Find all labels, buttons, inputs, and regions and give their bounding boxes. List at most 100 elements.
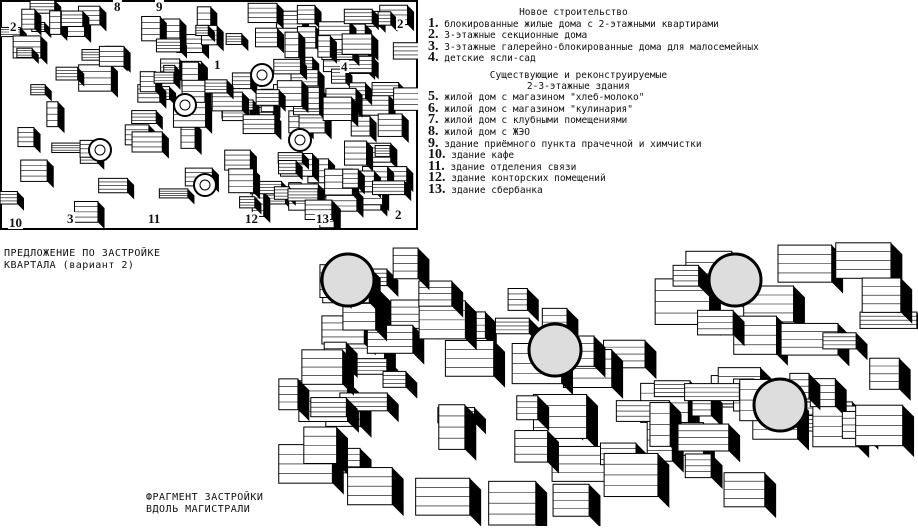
building-shadow [32,48,39,65]
legend-item: 6. жилой дом с магазином "кулинария" [428,100,759,116]
legend-item: 10. здание кафе [428,148,759,162]
legend-item-number: 9. [428,135,439,151]
fragment-caption-line: ФРАГМЕНТ ЗАСТРОЙКИ [146,492,264,503]
building-shadow [254,196,262,215]
building-shadow [342,349,355,396]
building-shadow [127,178,135,200]
building-shadow [301,80,309,114]
building-shadow [372,9,379,31]
plan-label: 13 [315,211,330,226]
legend-item-number: 13. [428,181,446,197]
building-shadow [537,395,550,432]
building-shadow [402,113,409,144]
roundabout-inner [179,99,191,111]
building-shadow [208,25,215,43]
legend-item-number: 1. [428,15,439,31]
building-shadow [611,349,624,399]
legend-item-number: 12. [428,170,446,186]
building-shadow [47,160,54,189]
legend-item-text: блокированные жилые дома с 2-этажными кв… [444,18,719,30]
round-plaza [707,252,763,308]
legend-item-text: здание сбербанка [451,184,543,196]
plan-label: 10 [8,215,23,230]
building-shadow [465,300,477,351]
legend-item-text: здание кафе [451,150,515,162]
plan-label: 8 [113,0,122,14]
plan-caption-line: КВАРТАЛА (вариант 2) [4,260,135,271]
building-shadow [835,378,847,419]
building-shadow [187,188,195,205]
building-shadow [82,11,90,34]
legend-item: 8. жилой дом с ЖЭО [428,124,759,139]
building-shadow [405,371,418,399]
building-shadow [728,424,741,463]
building-shadow [241,33,249,52]
building-shadow [594,336,606,378]
round-plaza [527,322,583,378]
building-shadow [124,46,131,73]
legend-item-number: 5. [428,89,439,105]
legend-item-number: 2. [428,27,439,43]
building-shadow [469,478,482,527]
building-shadow [366,141,374,172]
building-shadow [274,114,282,141]
plan-label: 2 [396,16,405,31]
building-shadow [162,131,169,159]
legend-new-list: 1. блокированные жилые дома с 2-этажными… [428,15,759,65]
building-shadow [390,11,398,32]
roundabout [288,128,312,152]
plan-caption-line: ПРЕДЛОЖЕНИЕ ПО ЗАСТРОЙКЕ [4,248,161,259]
legend-item: 2. 3-этажные секционные дома [428,27,759,43]
roundabout [173,93,197,117]
legend-item: 4. детские ясли-сад [428,51,759,65]
legend-item-text: жилой дом с магазином "кулинария" [444,103,633,115]
plan-label: 11 [147,211,162,226]
building-shadow [900,278,913,324]
building-shadow [336,427,349,475]
legend-item-text: здание конторских помещений [451,173,606,185]
building-shadow [173,72,181,90]
building-shadow [17,191,24,211]
building-shadow [547,430,559,474]
building-shadow [493,340,506,388]
legend-item: 3. 3-этажные галерейно-блокированные дом… [428,39,759,54]
building-shadow [387,392,399,423]
building-shadow [386,269,399,297]
plan-caption: ПРЕДЛОЖЕНИЕ ПО ЗАСТРОЙКЕ КВАРТАЛА (вариа… [4,248,161,272]
legend-item-text: 3-этажные секционные дома [444,30,588,42]
fragment-caption-line: ВДОЛЬ МАГИСТРАЛИ [146,504,251,515]
building-shadow [856,332,868,361]
building-shadow [589,484,601,528]
fragment-illustration [270,240,918,530]
building-shadow [297,378,310,422]
roundabout-inner [256,69,268,81]
building-shadow [205,101,213,134]
block-outline [0,0,418,230]
legend-heading-new: Новое строительство [519,7,628,18]
building-shadow [33,127,41,154]
building-shadow [300,59,308,81]
round-plaza [320,252,376,308]
building-shadow [451,281,464,318]
legend-heading-existing-2: 2-3-этажные здания [526,80,630,92]
building-shadow [312,153,320,183]
building-shadow [99,6,107,32]
legend-item-number: 6. [428,100,439,116]
building-shadow [242,92,249,118]
building-shadow [527,288,539,322]
legend-item: 12. здание конторских помещений [428,170,759,186]
plan-label: 9 [155,0,164,14]
building-shadow [45,84,52,102]
building-shadow [535,481,548,530]
plan-label: 4 [340,59,349,74]
roundabout [250,63,274,87]
building-shadow [226,79,234,100]
building-shadow [464,404,477,461]
legend-item-number: 11. [428,158,445,174]
building-shadow [418,248,430,291]
building-shadow [317,69,325,93]
building-shadow [372,56,379,80]
roundabout [193,173,217,197]
legend-existing-list: 5. жилой дом с магазином "хлеб-молоко"6.… [428,89,759,197]
fragment-caption: ФРАГМЕНТ ЗАСТРОЙКИ ВДОЛЬ МАГИСТРАЛИ [146,492,263,516]
